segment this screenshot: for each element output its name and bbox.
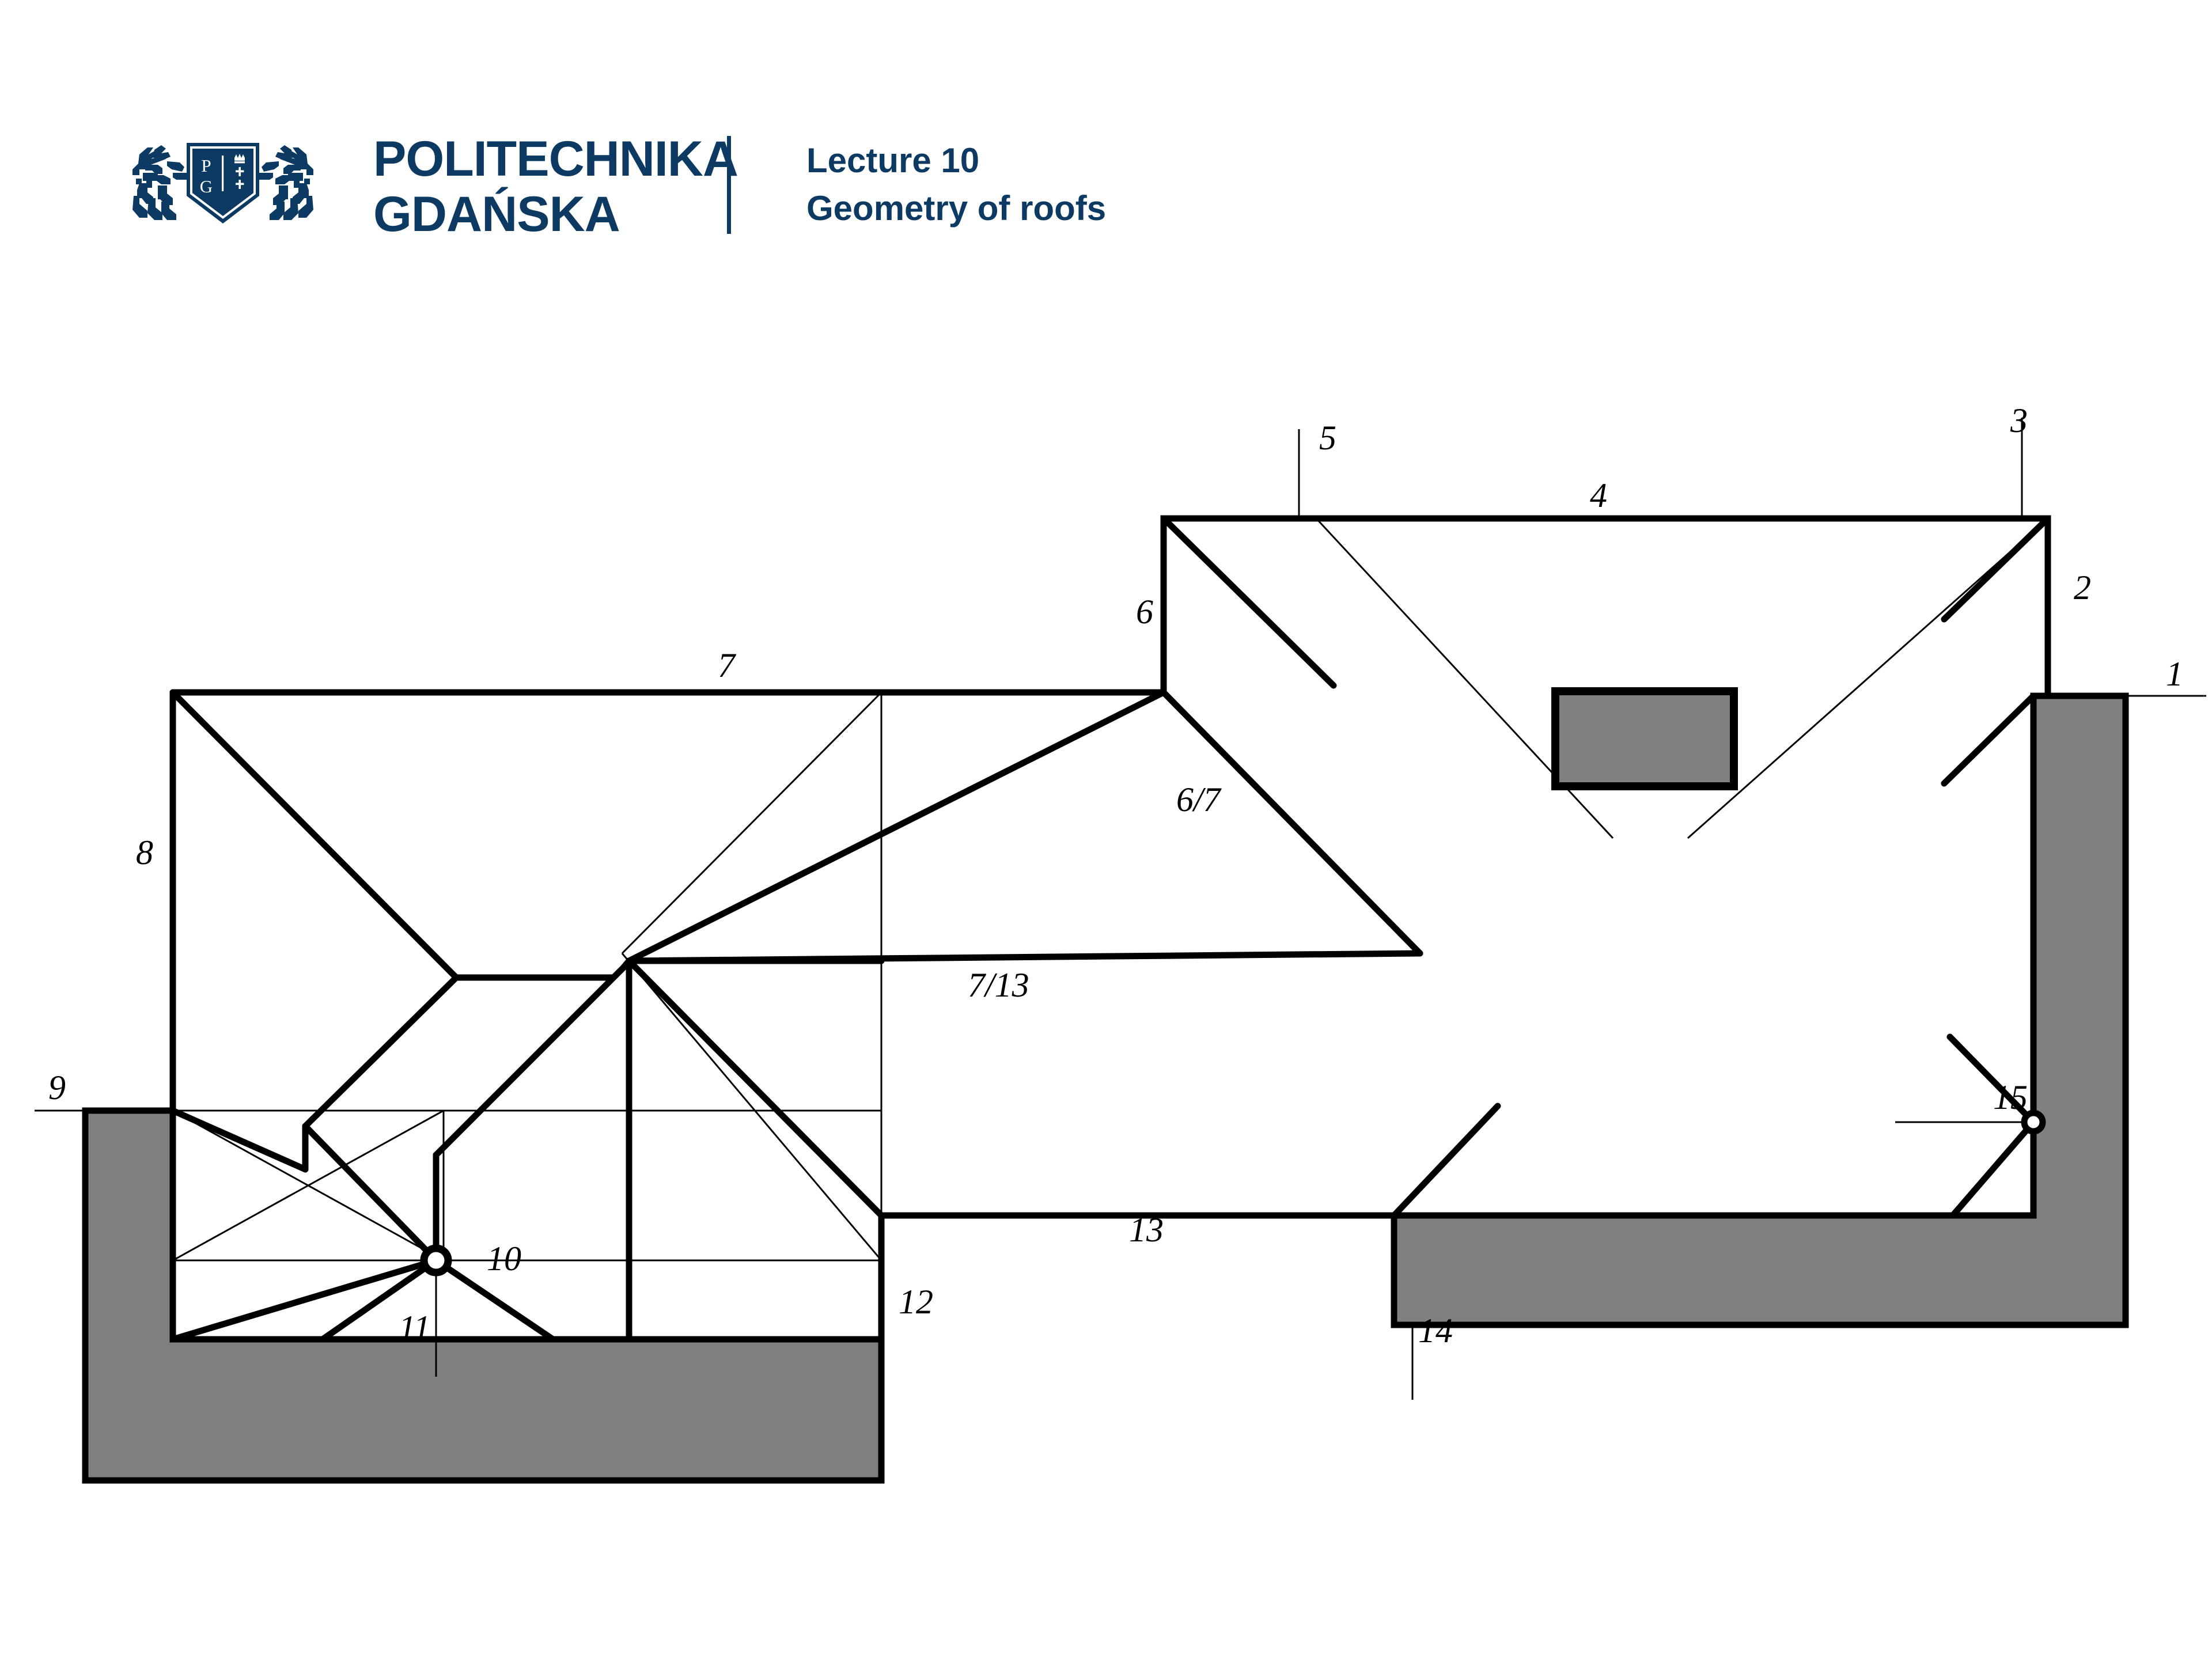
building-eave-outline — [169, 515, 2051, 1343]
hip-line-short — [1949, 1119, 2037, 1219]
eave-line-7-13 — [626, 950, 1423, 964]
label-3: 3 — [2010, 402, 2028, 440]
label-9: 9 — [48, 1069, 66, 1107]
shield-letter-p: P — [201, 156, 211, 176]
gdansk-arms-icon — [234, 154, 245, 189]
hip-line-6-7-upper — [626, 689, 1167, 964]
hip-line-short — [1941, 515, 2051, 623]
label-6: 6 — [1136, 593, 1153, 631]
shaded-band-right — [1391, 692, 2129, 1328]
label-10: 10 — [487, 1240, 521, 1278]
aux-line — [621, 691, 882, 955]
hip-line — [169, 1257, 440, 1343]
label-1: 1 — [2166, 655, 2183, 693]
hip-line-short — [1391, 1103, 1501, 1219]
hip-line-6-7 — [1160, 689, 1423, 957]
node-marker-15 — [2021, 1109, 2046, 1135]
university-logo: P G — [122, 128, 324, 237]
aux-line — [172, 1109, 444, 1262]
header-divider — [727, 136, 731, 234]
hip-line-short — [1941, 692, 2037, 787]
hip-line — [433, 974, 617, 1158]
hip-line-short — [1946, 1033, 2037, 1126]
label-12: 12 — [899, 1283, 933, 1321]
hip-line — [433, 1257, 556, 1343]
node-marker-10 — [420, 1244, 452, 1277]
label-4: 4 — [1590, 476, 1607, 514]
hip-line — [319, 1257, 440, 1343]
aux-line — [621, 953, 882, 1261]
label-8: 8 — [136, 834, 153, 872]
roof-outline — [169, 515, 2051, 1343]
lecture-number: Lecture 10 — [806, 141, 980, 180]
callout-labels: 1 2 3 4 5 6 7 8 9 10 11 12 13 14 15 6/7 … — [48, 402, 2183, 1350]
label-15: 15 — [1993, 1078, 2028, 1116]
label-13: 13 — [1129, 1211, 1164, 1249]
hip-line — [626, 957, 885, 1219]
skylight-rectangle — [1551, 687, 1738, 790]
label-2: 2 — [2074, 569, 2091, 607]
hip-line — [169, 689, 460, 981]
aux-line — [1687, 517, 2048, 839]
wordmark-line-1: POLITECHNIKA — [373, 131, 738, 187]
shaded-regions — [82, 692, 2129, 1484]
shield-letter-g: G — [200, 176, 213, 196]
label-11: 11 — [399, 1309, 431, 1347]
politechnika-gdanska-crest-icon: P G — [132, 143, 313, 224]
wordmark-line-2: GDAŃSKA — [373, 187, 620, 243]
hip-line — [169, 1107, 309, 1173]
label-6-7: 6/7 — [1176, 781, 1222, 819]
label-7: 7 — [718, 646, 737, 684]
hip-line — [302, 1123, 440, 1264]
label-7-13: 7/13 — [968, 966, 1029, 1004]
node-markers — [420, 1109, 2046, 1277]
lecture-heading: Lecture 10 Geometry of roofs — [806, 137, 1106, 233]
lecture-subject: Geometry of roofs — [806, 188, 1107, 228]
hip-line-short — [1160, 515, 1337, 689]
label-5: 5 — [1319, 419, 1336, 457]
hip-line — [302, 974, 460, 1130]
label-14: 14 — [1418, 1312, 1453, 1350]
